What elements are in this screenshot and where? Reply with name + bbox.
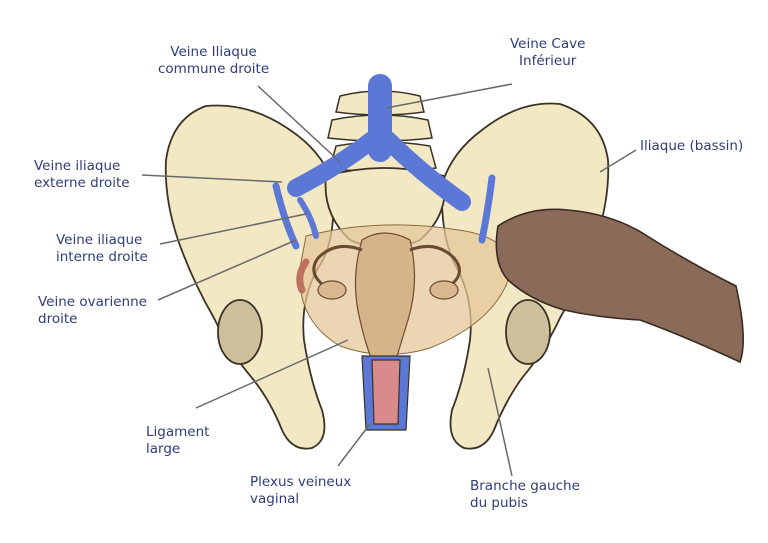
leader-iliaque-bassin <box>599 149 637 173</box>
vagina <box>361 355 411 431</box>
left-external-iliac-vein <box>478 174 496 244</box>
label-plexus-veineux-vaginal: Plexus veineux vaginal <box>250 474 352 507</box>
leader-iliaque-interne <box>159 213 307 245</box>
left-ovary <box>429 280 459 300</box>
label-veine-ovarienne-droite: Veine ovarienne droite <box>38 294 147 327</box>
leader-ligament <box>195 339 349 409</box>
right-internal-iliac-vein <box>297 197 319 239</box>
label-veine-iliaque-commune-droite: Veine Iliaque commune droite <box>158 44 270 77</box>
label-veine-iliaque-interne-droite: Veine iliaque interne droite <box>56 232 148 265</box>
right-obturator-foramen <box>217 299 263 365</box>
uterus-body <box>354 232 416 361</box>
vaginal-lumen <box>371 359 401 425</box>
leader-ica-droite <box>257 85 341 163</box>
leader-plexus <box>337 423 371 467</box>
examining-hand <box>495 208 744 364</box>
leader-iliaque-externe <box>141 174 283 183</box>
left-common-iliac-vein <box>379 131 471 211</box>
leader-pubis <box>487 367 513 477</box>
right-common-iliac-vein <box>287 131 381 197</box>
label-iliaque-bassin: Iliaque (bassin) <box>640 138 744 154</box>
right-ovary <box>317 280 347 300</box>
right-fallopian-tube <box>312 244 363 286</box>
uterus <box>312 232 461 361</box>
label-branche-gauche-du-pubis: Branche gauche du pubis <box>470 478 580 511</box>
left-fallopian-tube <box>409 244 461 286</box>
leader-lines <box>141 83 637 477</box>
left-obturator-foramen <box>505 299 551 365</box>
leader-vci <box>385 83 513 109</box>
label-ligament-large: Ligament large <box>146 424 210 457</box>
right-ovarian-vein <box>296 258 310 294</box>
leader-ovarienne <box>157 239 297 301</box>
label-veine-cave-inferieur: Veine Cave Inférieur <box>510 36 586 69</box>
label-veine-iliaque-externe-droite: Veine iliaque externe droite <box>34 158 130 191</box>
